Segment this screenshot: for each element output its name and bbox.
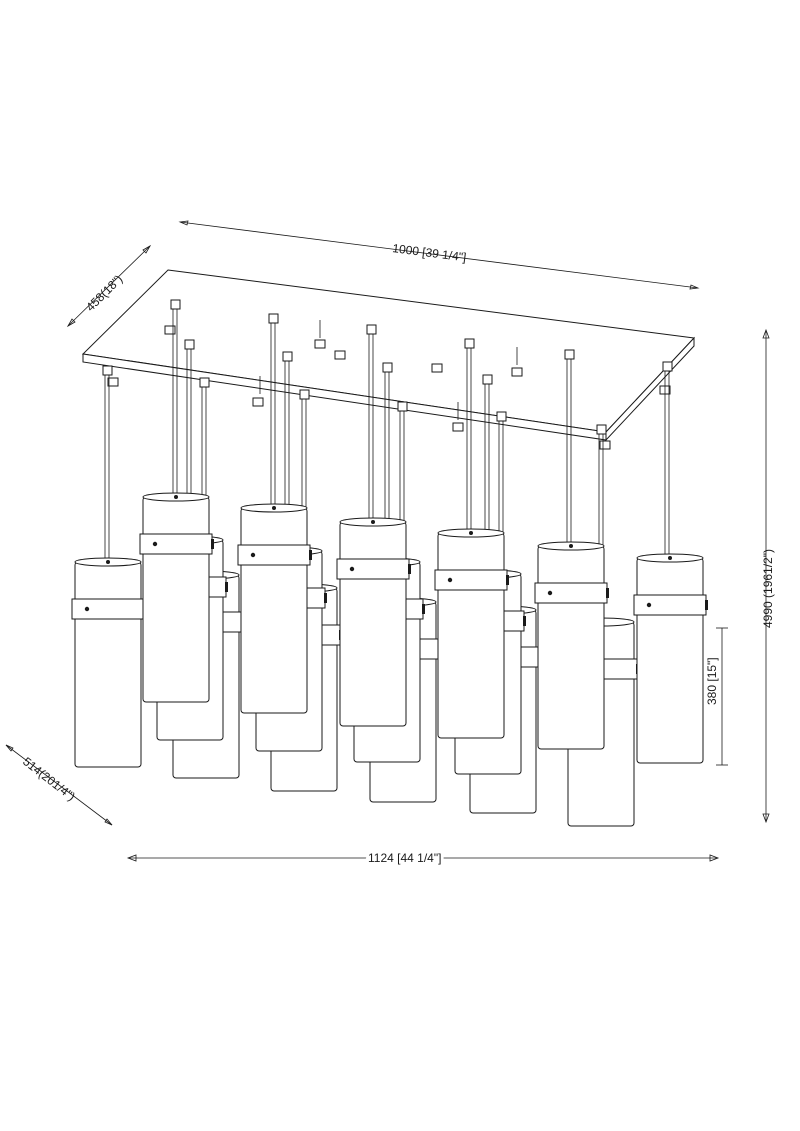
dim-canopy-depth-label: 458(18") (83, 272, 125, 314)
pendant (71, 365, 146, 768)
pendant-group (71, 299, 708, 827)
pendant-shade (437, 532, 505, 739)
pendant-cap (272, 506, 276, 510)
band-screw (84, 606, 90, 612)
dim-overall-depth-label: 514(201/4") (20, 754, 78, 803)
canopy-port (599, 440, 611, 450)
pendant (534, 349, 609, 750)
rod-mount (268, 313, 279, 324)
pendant-cap (668, 556, 672, 560)
band-screw (152, 541, 158, 547)
canopy-port (252, 397, 264, 407)
dim-max-height-label: 4990 (1961/2") (761, 549, 775, 628)
canopy-port (452, 422, 464, 432)
band-clip (309, 550, 312, 560)
dim-shade-height-label: 380 [15"] (705, 657, 719, 705)
band-clip (211, 539, 214, 549)
band-screw (447, 577, 453, 583)
rod-mount (299, 389, 310, 400)
pendant-cap (469, 531, 473, 535)
pendant-band (434, 569, 508, 591)
canopy-port (107, 377, 119, 387)
rod-mount (596, 424, 607, 435)
band-clip (422, 604, 425, 614)
band-clip (324, 593, 327, 603)
rod-mount (662, 361, 673, 372)
canopy-port (314, 339, 326, 349)
rod-mount (464, 338, 475, 349)
canopy-port (164, 325, 176, 335)
pendant-cap (174, 495, 178, 499)
dim-overall-width: 1124 [44 1/4"] (126, 848, 720, 868)
band-screw (349, 566, 355, 572)
dim-max-height: 4990 (1961/2") (761, 328, 775, 824)
pendant-band (336, 558, 410, 580)
dim-overall-width-label: 1124 [44 1/4"] (368, 851, 441, 865)
band-screw (547, 590, 553, 596)
band-clip (506, 575, 509, 585)
pendant-cap (106, 560, 110, 564)
band-clip (225, 582, 228, 592)
band-screw (250, 552, 256, 558)
dim-shade-height: 380 [15"] (705, 627, 728, 766)
pendant-cap (569, 544, 573, 548)
rod-mount (564, 349, 575, 360)
pendant-shade (74, 561, 142, 768)
pendant (237, 313, 312, 714)
pendant (139, 299, 214, 703)
rod-mount (397, 401, 408, 412)
pendant-band (237, 544, 311, 566)
rod-mount (184, 339, 195, 350)
pendant-cap (371, 520, 375, 524)
pendant-shade (142, 496, 210, 703)
band-clip (606, 588, 609, 598)
rod-mount (282, 351, 293, 362)
canopy-plate (81, 269, 696, 450)
band-clip (523, 616, 526, 626)
pendant (336, 324, 411, 727)
rod-mount (482, 374, 493, 385)
pendant-shade (636, 557, 704, 764)
pendant (633, 361, 708, 764)
rod-mount (496, 411, 507, 422)
rod-mount (199, 377, 210, 388)
pendant-band (534, 582, 608, 604)
pendant-band (71, 598, 145, 620)
band-screw (646, 602, 652, 608)
dim-canopy-length: 1000 [39 1/4"] (178, 220, 700, 290)
band-clip (705, 600, 708, 610)
pendant-shade (339, 521, 407, 727)
canopy-port (431, 363, 443, 373)
pendant-band (633, 594, 707, 616)
canopy-port (334, 350, 346, 360)
pendant-band (139, 533, 213, 555)
pendant-shade (240, 507, 308, 714)
rod-mount (102, 365, 113, 376)
dim-canopy-length-label: 1000 [39 1/4"] (392, 241, 468, 264)
rod-mount (382, 362, 393, 373)
pendant-shade (537, 545, 605, 750)
band-clip (408, 564, 411, 574)
pendant (434, 338, 509, 739)
canopy-port (511, 367, 523, 377)
rod-mount (170, 299, 181, 310)
rod-mount (366, 324, 377, 335)
